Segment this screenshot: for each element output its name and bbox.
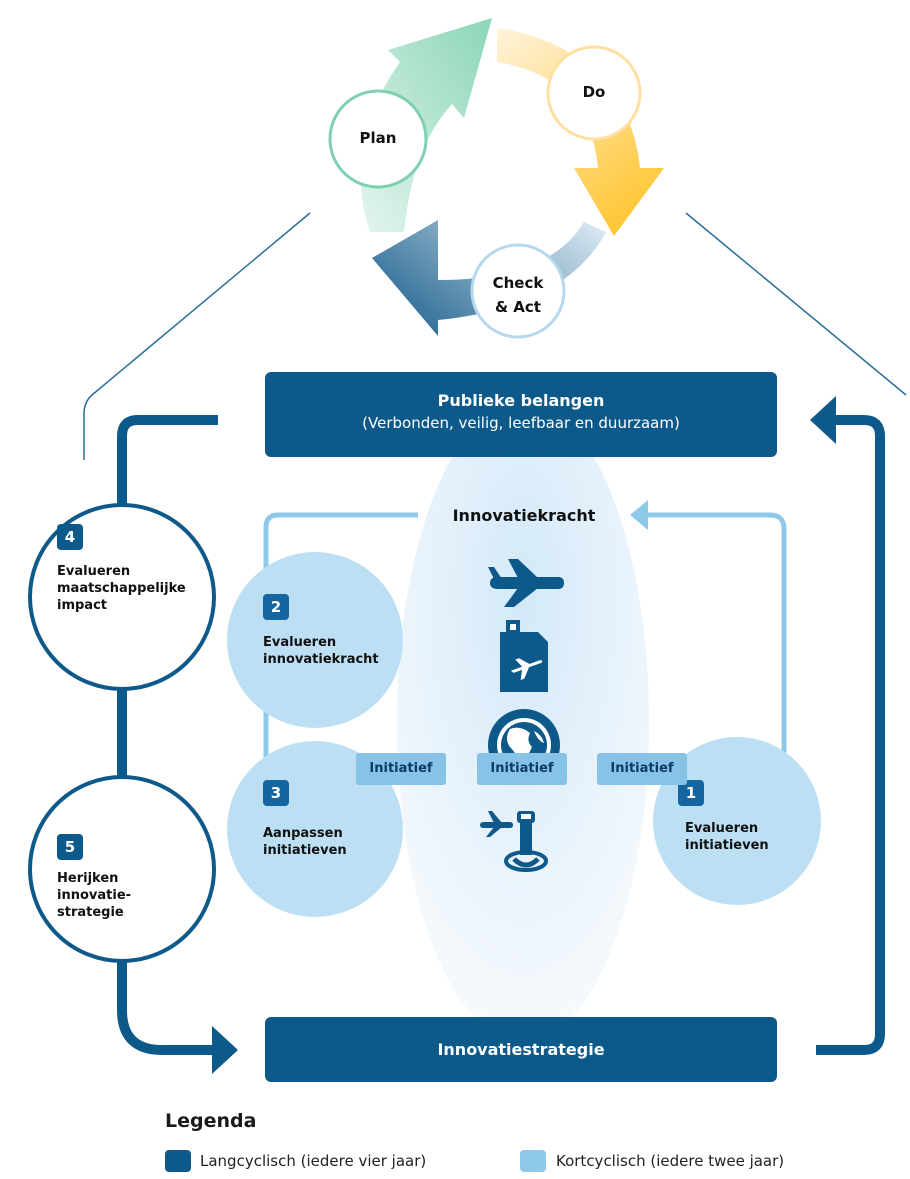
- public-interests-title: Publieke belangen: [437, 391, 605, 410]
- step-1-line2: initiatieven: [685, 838, 769, 853]
- act-label: & Act: [495, 298, 541, 316]
- innovation-strategy-box: Innovatiestrategie: [265, 1017, 777, 1082]
- public-interests-subtitle: (Verbonden, veilig, leefbaar en duurzaam…: [362, 414, 680, 432]
- plane-control-tower-icon: [480, 811, 548, 872]
- step-3-badge: 3: [263, 780, 289, 806]
- long-cycle-left-line: [117, 415, 218, 1055]
- plan-label: Plan: [359, 129, 397, 147]
- long-cycle-top-arrowhead: [810, 396, 836, 444]
- step-5-line3: strategie: [57, 905, 124, 920]
- legend-title: Legenda: [165, 1110, 257, 1132]
- innovation-strategy-title: Innovatiestrategie: [437, 1040, 605, 1059]
- legend-long-swatch: [165, 1150, 191, 1172]
- step-5-circle: [28, 775, 216, 963]
- roof-line-left: [83, 212, 311, 460]
- fuel-can-plane-icon: [500, 620, 548, 692]
- airplane-icon: [488, 559, 564, 607]
- step-1-circle: [653, 737, 821, 905]
- long-cycle-right-line: [816, 415, 885, 1055]
- do-arrow: [497, 28, 664, 236]
- step-5-badge: 5: [57, 834, 83, 860]
- step-2-badge: 2: [263, 594, 289, 620]
- legend-long-label: Langcyclisch (iedere vier jaar): [200, 1152, 427, 1170]
- step-2-line2: innovatiekracht: [263, 652, 379, 667]
- step-4-line3: impact: [57, 598, 108, 613]
- initiative-box: Initiatief: [597, 753, 687, 785]
- public-interests-box: Publieke belangen (Verbonden, veilig, le…: [265, 372, 777, 457]
- step-5-line2: innovatie-: [57, 888, 132, 903]
- step-4-line1: Evalueren: [57, 564, 131, 579]
- innovation-power-title: Innovatiekracht: [452, 506, 596, 525]
- short-cycle-right-line: [646, 512, 787, 772]
- check-label: Check: [492, 274, 544, 292]
- legend-short-label: Kortcyclisch (iedere twee jaar): [556, 1152, 785, 1170]
- step-2-line1: Evalueren: [263, 635, 337, 650]
- initiative-box: Initiatief: [477, 753, 567, 785]
- do-circle: [546, 45, 642, 141]
- step-3-line1: Aanpassen: [263, 826, 343, 841]
- step-4-line2: maatschappelijke: [57, 581, 186, 596]
- step-5-line1: Herijken: [57, 871, 119, 886]
- roof-line-right: [685, 212, 907, 396]
- step-4-badge: 4: [57, 524, 83, 550]
- step-4-circle: [28, 503, 216, 691]
- check-circle: [470, 243, 566, 339]
- plan-circle: [328, 89, 428, 189]
- step-3-line2: initiatieven: [263, 843, 347, 858]
- long-cycle-bottom-arrowhead: [212, 1026, 238, 1074]
- short-cycle-right-arrowhead: [630, 500, 648, 530]
- initiative-box: Initiatief: [356, 753, 446, 785]
- step-1-line1: Evalueren: [685, 821, 759, 836]
- legend-short-swatch: [520, 1150, 546, 1172]
- do-label: Do: [582, 83, 606, 101]
